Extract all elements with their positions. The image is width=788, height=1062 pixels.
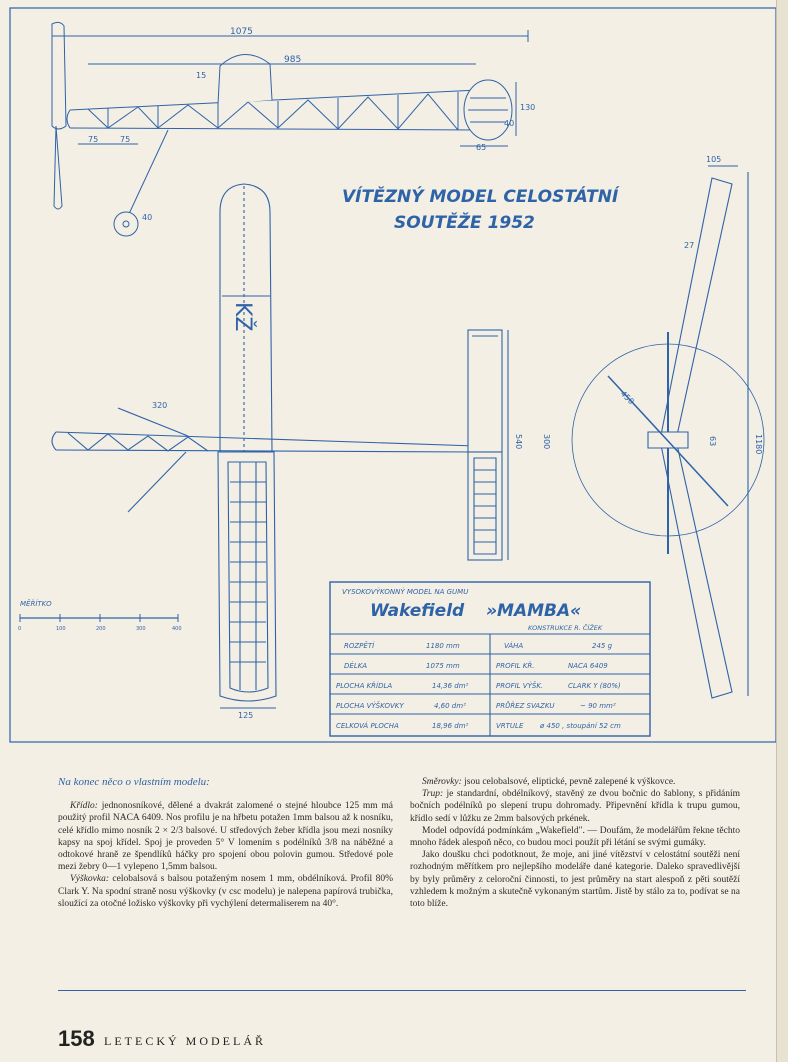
- dim-40: 40: [504, 119, 514, 128]
- text-stabilizer: celobalsová s balsou potaženým nosem 1 m…: [58, 874, 393, 909]
- dim-130: 130: [520, 103, 535, 112]
- article-column-left: Na konec něco o vlastním modelu: Křídlo:…: [58, 776, 393, 910]
- dim-fuselage-length: 985: [284, 55, 301, 65]
- lead-rudders: Směrovky:: [422, 777, 462, 787]
- dim-75b: 75: [120, 135, 130, 144]
- spec-value-stab-area: 4,60 dm²: [434, 702, 466, 710]
- spec-label-propeller: VRTULE: [496, 722, 524, 730]
- footer-rule: [58, 990, 746, 991]
- paragraph-closing: Jako doušku chci podotknout, že moje, an…: [410, 850, 740, 910]
- spec-label-length: DÉLKA: [344, 661, 367, 670]
- dim-320: 320: [152, 401, 167, 410]
- spec-value-wing-profile: NACA 6409: [568, 662, 608, 670]
- dim-75a: 75: [88, 135, 98, 144]
- spec-label-stab-profile: PROFIL VÝŠK.: [496, 681, 543, 690]
- text-wing: jednonosníkové, dělené a dvakrát zalomen…: [58, 801, 393, 873]
- spec-label-wing-profile: PROFIL KŘ.: [496, 661, 535, 670]
- wing-mark: KŽ: [230, 302, 256, 332]
- spec-value-total-area: 18,96 dm²: [432, 722, 469, 730]
- lead-stabilizer: Výškovka:: [70, 874, 110, 885]
- text-fuselage: je standardní, obdélníkový, stavěný ze d…: [410, 789, 740, 824]
- headline-line1: VÍTĚZNÝ MODEL CELOSTÁTNÍ: [342, 185, 620, 207]
- scale-tick-200: 200: [96, 626, 106, 632]
- spec-name-wakefield: Wakefield: [370, 601, 465, 621]
- dim-overall-length: 1075: [230, 27, 253, 37]
- spec-name-mamba: »MAMBA«: [486, 601, 581, 621]
- dim-40b: 40: [142, 213, 152, 222]
- lead-fuselage: Trup:: [422, 789, 444, 800]
- spec-construction: KONSTRUKCE R. ČÍŽEK: [528, 623, 603, 632]
- scale-bar: MĚŘÍTKO 0 100 200 300 400: [18, 599, 182, 632]
- spec-label-span: ROZPĚTÍ: [344, 641, 375, 650]
- spec-value-span: 1180 mm: [426, 642, 460, 650]
- spec-table: VYSOKOVÝKONNÝ MODEL NA GUMU Wakefield »M…: [329, 581, 651, 737]
- spec-label-rubber-section: PRŮŘEZ SVAZKU: [496, 701, 554, 710]
- spec-value-weight: 245 g: [592, 642, 613, 650]
- dim-540: 540: [514, 434, 523, 449]
- paragraph-wing: Křídlo: jednonosníkové, dělené a dvakrát…: [58, 800, 393, 873]
- dim-63: 63: [708, 436, 717, 446]
- spec-value-propeller: ø 450 , stoupání 52 cm: [539, 722, 621, 730]
- stabilizer-view: [467, 329, 509, 561]
- magazine-name: LETECKÝ MODELÁŘ: [104, 1034, 266, 1048]
- page-number: 158: [58, 1026, 95, 1051]
- paragraph-rudders: Směrovky: jsou celobalsové, eliptické, p…: [410, 776, 740, 788]
- lead-wing: Křídlo:: [70, 801, 98, 812]
- spec-label-weight: VÁHA: [504, 641, 523, 650]
- scale-tick-300: 300: [136, 626, 146, 632]
- spec-value-stab-profile: CLARK Y (80%): [568, 682, 621, 690]
- article-column-right: Směrovky: jsou celobalsové, eliptické, p…: [410, 776, 740, 910]
- paragraph-stabilizer: Výškovka: celobalsová s balsou potaženým…: [58, 873, 393, 910]
- spec-header: VYSOKOVÝKONNÝ MODEL NA GUMU: [342, 587, 468, 596]
- front-view: [571, 165, 765, 699]
- dim-27: 27: [684, 241, 694, 250]
- paragraph-rules: Model odpovídá podmínkám „Wakefield". — …: [410, 825, 740, 849]
- scale-tick-100: 100: [56, 626, 66, 632]
- text-rudders: jsou celobalsové, eliptické, pevně zalep…: [461, 777, 676, 787]
- spec-label-total-area: CELKOVÁ PLOCHA: [336, 721, 399, 730]
- spec-label-stab-area: PLOCHA VÝŠKOVKY: [336, 701, 404, 710]
- model-plan-drawing: 1075 985 75 75 15 130 40 65 40 VÍTĚZNÝ M…: [9, 7, 777, 743]
- headline-line2: SOUTĚŽE 1952: [394, 211, 535, 233]
- paragraph-fuselage: Trup: je standardní, obdélníkový, stavěn…: [410, 788, 740, 825]
- scale-label: MĚŘÍTKO: [20, 599, 52, 608]
- page-edge: [776, 0, 788, 1062]
- dim-300: 300: [542, 434, 551, 449]
- scale-tick-0: 0: [18, 626, 21, 632]
- scale-tick-400: 400: [172, 626, 182, 632]
- wing-top-view: [51, 183, 477, 709]
- side-view: [51, 21, 529, 237]
- dim-125: 125: [238, 711, 253, 720]
- dim-105: 105: [706, 155, 721, 164]
- article-title: Na konec něco o vlastním modelu:: [58, 776, 210, 788]
- dim-1180: 1180: [754, 434, 763, 454]
- spec-value-length: 1075 mm: [426, 662, 460, 670]
- spec-label-wing-area: PLOCHA KŘÍDLA: [336, 681, 392, 690]
- dim-65: 65: [476, 143, 486, 152]
- spec-value-wing-area: 14,36 dm²: [432, 682, 469, 690]
- dim-15: 15: [196, 71, 206, 80]
- spec-value-rubber-section: ~ 90 mm²: [580, 702, 616, 710]
